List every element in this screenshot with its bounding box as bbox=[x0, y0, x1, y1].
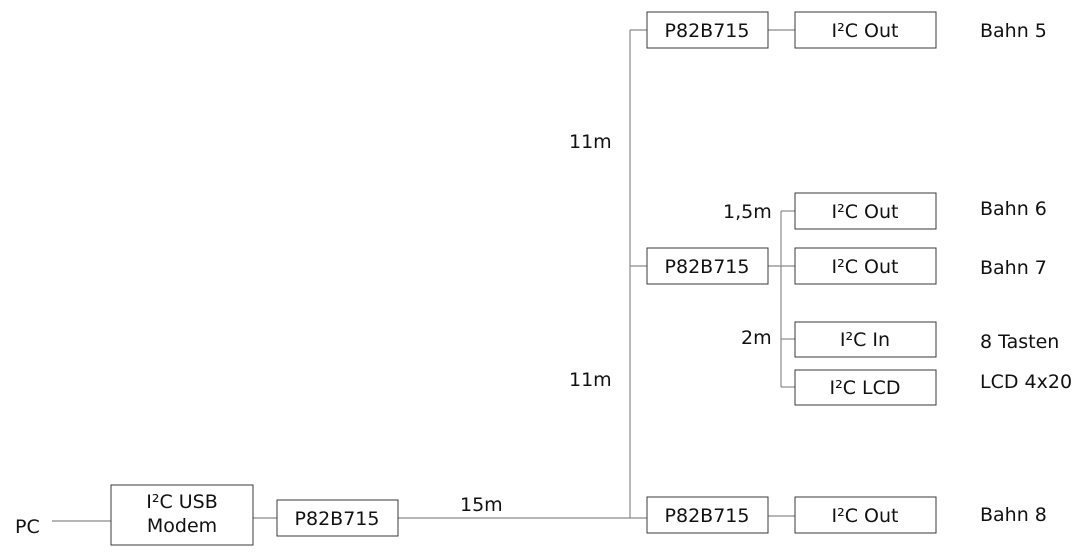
pc-label: PC bbox=[15, 516, 40, 538]
lcd-box: I²C LCD bbox=[794, 369, 937, 406]
bahn6-label: Bahn 6 bbox=[980, 198, 1047, 220]
usb-modem-line1: I²C USB bbox=[146, 491, 218, 513]
bahn5-label: Bahn 5 bbox=[980, 20, 1047, 42]
expander-top-box: P82B715 bbox=[646, 11, 769, 49]
expander-bottom-box: P82B715 bbox=[646, 496, 769, 534]
bahn8-label: Bahn 8 bbox=[980, 504, 1047, 526]
bahn7-label: Bahn 7 bbox=[980, 257, 1047, 279]
expander-main-label: P82B715 bbox=[295, 508, 380, 530]
out-bahn7-label: I²C Out bbox=[832, 256, 899, 278]
expander-mid-label: P82B715 bbox=[665, 256, 750, 278]
expander-top-label: P82B715 bbox=[665, 20, 750, 42]
lcd-label: I²C LCD bbox=[829, 377, 900, 399]
out-bahn7-box: I²C Out bbox=[794, 247, 937, 285]
out-bahn5-label: I²C Out bbox=[832, 20, 899, 42]
out-bahn6-box: I²C Out bbox=[794, 192, 937, 230]
out-bahn5-box: I²C Out bbox=[794, 11, 937, 49]
expander-mid-box: P82B715 bbox=[646, 247, 769, 285]
expander-main-box: P82B715 bbox=[276, 499, 399, 537]
cable-11m-upper-label: 11m bbox=[569, 131, 612, 153]
out-bahn8-label: I²C Out bbox=[832, 505, 899, 527]
expander-bottom-label: P82B715 bbox=[665, 505, 750, 527]
tasten-label: 8 Tasten bbox=[980, 331, 1059, 353]
lcd-4x20-label: LCD 4x20 bbox=[980, 371, 1072, 393]
out-bahn8-box: I²C Out bbox=[794, 496, 937, 534]
in-tasten-label: I²C In bbox=[840, 329, 890, 351]
usb-modem-box: I²C USB Modem bbox=[110, 484, 254, 546]
cable-11m-lower-label: 11m bbox=[569, 369, 612, 391]
cable-1-5m-label: 1,5m bbox=[723, 201, 772, 223]
usb-modem-line2: Modem bbox=[147, 515, 217, 537]
in-tasten-box: I²C In bbox=[794, 321, 937, 358]
cable-2m-label: 2m bbox=[741, 327, 772, 349]
cable-15m-label: 15m bbox=[460, 494, 503, 516]
out-bahn6-label: I²C Out bbox=[832, 201, 899, 223]
wires bbox=[52, 29, 795, 522]
